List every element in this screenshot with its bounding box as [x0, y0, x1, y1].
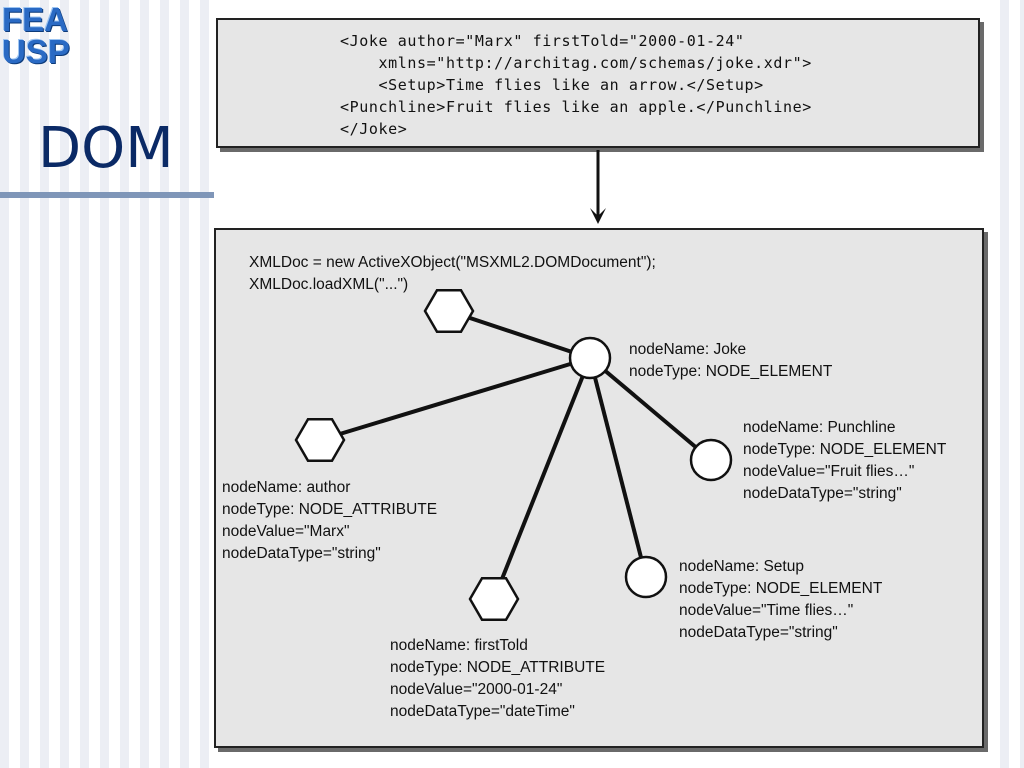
setup-label-line: nodeType: NODE_ELEMENT — [679, 580, 883, 597]
xml-source-box: <Joke author="Marx" firstTold="2000-01-2… — [216, 18, 980, 148]
firsttold-label-line: nodeType: NODE_ATTRIBUTE — [390, 659, 606, 676]
author-label-line: nodeDataType="string" — [222, 545, 381, 562]
setup-label-line: nodeName: Setup — [679, 558, 804, 575]
slide-title: DOM — [38, 116, 174, 181]
author-node-hexagon — [294, 417, 346, 463]
edge-joke-setup — [588, 357, 648, 578]
edge-joke-author — [319, 356, 591, 442]
edge-joke-punchline — [588, 356, 713, 462]
punchline-label-line: nodeDataType="string" — [743, 485, 902, 502]
logo-line-1: FEA — [2, 1, 68, 38]
punchline-node-circle — [689, 438, 733, 482]
dom-code-line-2: XMLDoc.loadXML("...") — [249, 276, 409, 293]
author-label-line: nodeValue="Marx" — [222, 523, 350, 540]
edge-document-joke — [448, 309, 591, 360]
punchline-label-line: nodeName: Punchline — [743, 419, 896, 436]
joke-label-line: nodeName: Joke — [629, 341, 747, 358]
author-label-line: nodeName: author — [222, 479, 351, 496]
xml-line-5: </Joke> — [340, 120, 408, 138]
firsttold-node-hexagon — [468, 576, 520, 622]
edge-joke-firstTold — [492, 357, 592, 600]
fea-usp-logo: FEA USP — [2, 1, 76, 70]
xml-line-2: xmlns="http://architag.com/schemas/joke.… — [340, 54, 812, 72]
setup-label-line: nodeValue="Time flies…" — [679, 602, 854, 619]
author-label-line: nodeType: NODE_ATTRIBUTE — [222, 501, 438, 518]
xml-line-1: <Joke author="Marx" firstTold="2000-01-2… — [340, 32, 745, 50]
firsttold-label-line: nodeDataType="dateTime" — [390, 703, 575, 720]
title-underline — [0, 192, 214, 198]
firsttold-label-line: nodeValue="2000-01-24" — [390, 681, 563, 698]
joke-node-label: nodeName: Joke nodeType: NODE_ELEMENT — [629, 339, 832, 383]
setup-label-line: nodeDataType="string" — [679, 624, 838, 641]
joke-node-circle — [568, 336, 612, 380]
punchline-label-line: nodeType: NODE_ELEMENT — [743, 441, 947, 458]
author-node-label: nodeName: author nodeType: NODE_ATTRIBUT… — [222, 477, 437, 565]
firsttold-label-line: nodeName: firstTold — [390, 637, 528, 654]
logo-line-2: USP — [2, 33, 70, 70]
down-arrow — [590, 150, 606, 224]
joke-label-line: nodeType: NODE_ELEMENT — [629, 363, 833, 380]
tree-nodes — [294, 288, 733, 622]
dom-tree-box — [214, 228, 984, 748]
dom-code-line-1: XMLDoc = new ActiveXObject("MSXML2.DOMDo… — [249, 254, 656, 271]
setup-node-circle — [624, 555, 668, 599]
xml-line-4: <Punchline>Fruit flies like an apple.</P… — [340, 98, 812, 116]
firsttold-node-label: nodeName: firstTold nodeType: NODE_ATTRI… — [390, 635, 605, 723]
xml-line-3: <Setup>Time flies like an arrow.</Setup> — [340, 76, 764, 94]
tree-edges — [319, 309, 713, 600]
document-node-hexagon — [423, 288, 475, 334]
punchline-node-label: nodeName: Punchline nodeType: NODE_ELEME… — [743, 417, 946, 505]
dom-code-block: XMLDoc = new ActiveXObject("MSXML2.DOMDo… — [249, 252, 656, 296]
punchline-label-line: nodeValue="Fruit flies…" — [743, 463, 915, 480]
setup-node-label: nodeName: Setup nodeType: NODE_ELEMENT n… — [679, 556, 882, 644]
